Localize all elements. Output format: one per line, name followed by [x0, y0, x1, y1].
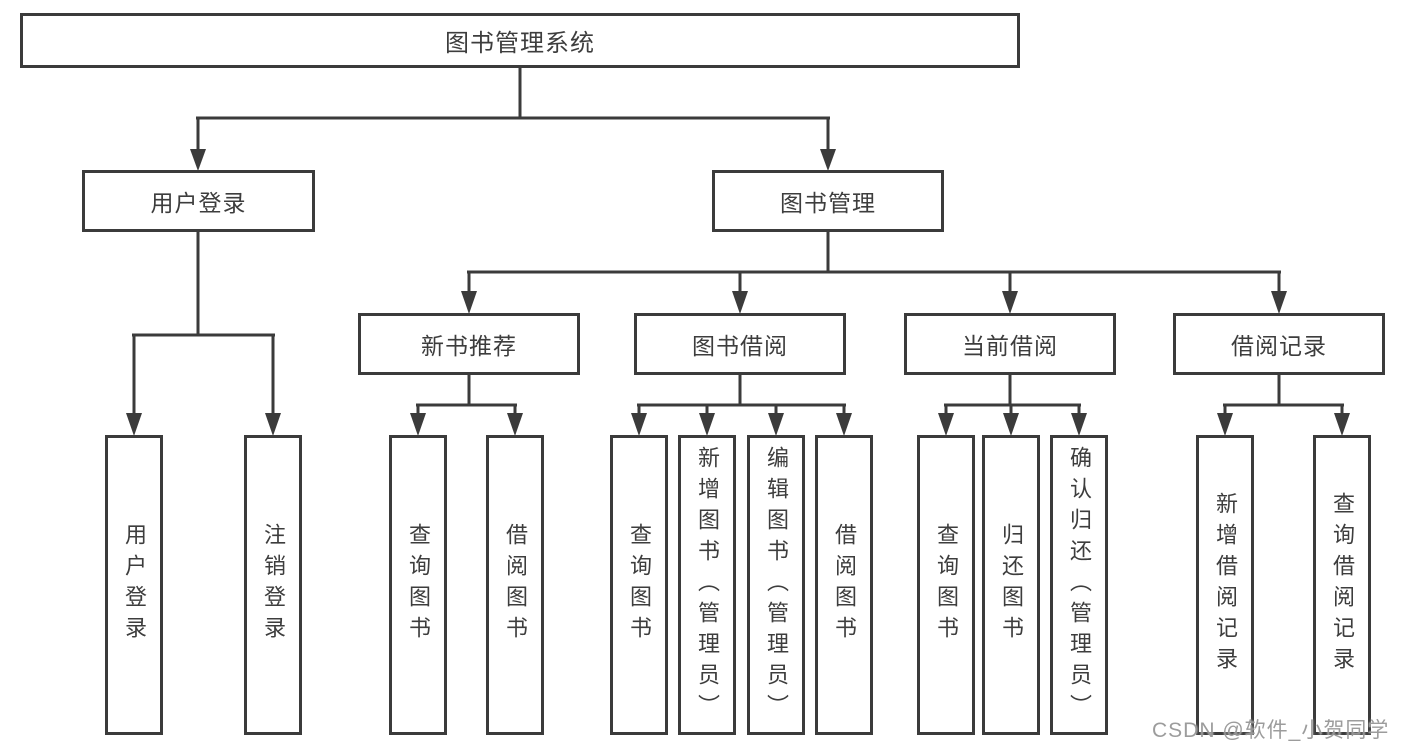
node-root-system-label: 图书管理系统	[445, 30, 595, 57]
node-current-borrow-label: 当前借阅	[962, 333, 1058, 359]
leaf-user-login: 用户登录	[105, 435, 163, 735]
leaf-edit-book-admin: 编辑图书（管理员）	[747, 435, 805, 735]
leaf-borrow-books-recommend: 借阅图书	[486, 435, 544, 735]
connector-current-borrow-children	[938, 375, 1087, 436]
leaf-query-books-borrow: 查询图书	[610, 435, 668, 735]
csdn-watermark: CSDN @软件_小贺同学	[1152, 719, 1390, 742]
leaf-add-book-admin: 新增图书（管理员）	[678, 435, 736, 735]
connector-user-login-children	[126, 232, 281, 436]
leaf-borrow-books-borrow: 借阅图书	[815, 435, 873, 735]
connector-book-borrow-children	[631, 375, 852, 436]
node-book-management-label: 图书管理	[780, 190, 876, 216]
leaf-return-book-label: 归还图书	[999, 523, 1024, 647]
leaf-edit-book-admin-label: 编辑图书（管理员）	[764, 445, 789, 725]
leaf-query-borrow-record-label: 查询借阅记录	[1330, 492, 1355, 678]
node-book-borrow: 图书借阅	[634, 313, 846, 375]
node-borrow-records: 借阅记录	[1173, 313, 1385, 375]
node-root-system: 图书管理系统	[20, 13, 1020, 68]
node-book-management: 图书管理	[712, 170, 944, 232]
leaf-query-books-current: 查询图书	[917, 435, 975, 735]
leaf-confirm-return-admin: 确认归还（管理员）	[1050, 435, 1108, 735]
connector-root-to-level2	[190, 68, 836, 171]
connector-borrow-records-children	[1217, 375, 1350, 436]
leaf-borrow-books-recommend-label: 借阅图书	[503, 523, 528, 647]
leaf-query-books-borrow-label: 查询图书	[627, 523, 652, 647]
leaf-add-borrow-record-label: 新增借阅记录	[1213, 492, 1238, 678]
node-book-borrow-label: 图书借阅	[692, 333, 788, 359]
leaf-logout-label: 注销登录	[261, 523, 286, 647]
leaf-add-borrow-record: 新增借阅记录	[1196, 435, 1254, 735]
leaf-query-books-current-label: 查询图书	[934, 523, 959, 647]
leaf-logout: 注销登录	[244, 435, 302, 735]
leaf-add-book-admin-label: 新增图书（管理员）	[695, 445, 720, 725]
leaf-return-book: 归还图书	[982, 435, 1040, 735]
node-user-login: 用户登录	[82, 170, 315, 232]
leaf-borrow-books-borrow-label: 借阅图书	[832, 523, 857, 647]
node-borrow-records-label: 借阅记录	[1231, 333, 1327, 359]
connector-book-management-children	[461, 232, 1287, 314]
leaf-user-login-label: 用户登录	[122, 523, 147, 647]
node-new-book-recommend: 新书推荐	[358, 313, 580, 375]
node-current-borrow: 当前借阅	[904, 313, 1116, 375]
connector-new-book-recommend-children	[410, 375, 523, 436]
leaf-confirm-return-admin-label: 确认归还（管理员）	[1067, 445, 1092, 725]
leaf-query-books-recommend: 查询图书	[389, 435, 447, 735]
leaf-query-borrow-record: 查询借阅记录	[1313, 435, 1371, 735]
leaf-query-books-recommend-label: 查询图书	[406, 523, 431, 647]
node-user-login-label: 用户登录	[150, 190, 247, 216]
node-new-book-recommend-label: 新书推荐	[421, 333, 517, 359]
